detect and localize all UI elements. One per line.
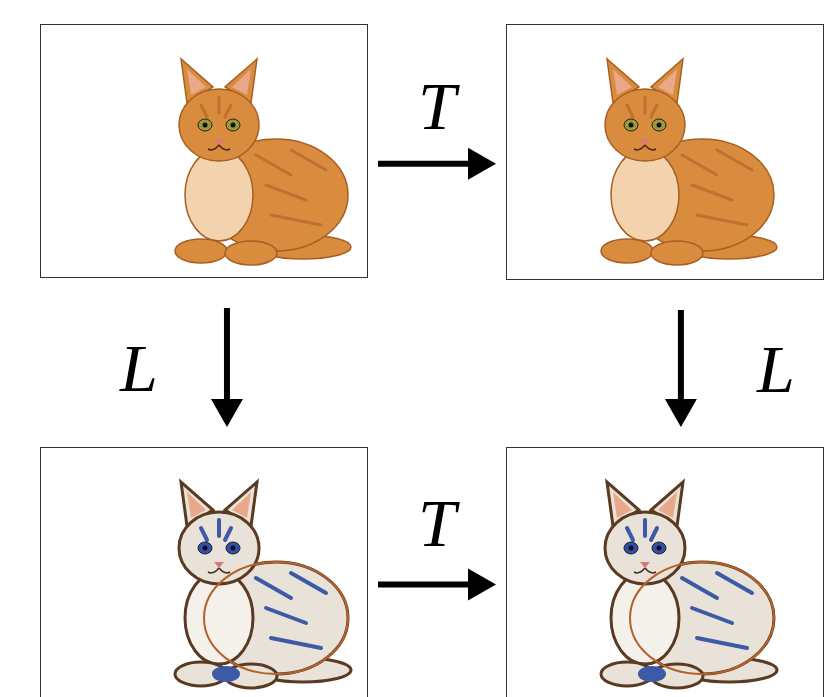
cat-stripe xyxy=(627,105,633,117)
cat-stripe xyxy=(266,608,306,623)
cat-paw-shade xyxy=(212,666,240,682)
cat-pupil xyxy=(657,123,662,128)
cat-stripe xyxy=(697,215,747,225)
cat-stripe xyxy=(225,105,231,117)
cat-mouth xyxy=(208,568,230,573)
image-box xyxy=(40,447,368,697)
cat-stripe xyxy=(651,105,657,117)
cat-chest xyxy=(185,572,253,664)
arrow-shaft xyxy=(224,308,230,401)
cat-chest xyxy=(185,149,253,241)
cat-illustration xyxy=(507,448,824,697)
cat-nose xyxy=(214,562,224,568)
cat-stripe xyxy=(717,150,752,170)
arrow-shaft xyxy=(378,161,470,167)
cat-stripe xyxy=(217,520,221,536)
arrow-shaft xyxy=(678,310,684,401)
cat-stripe xyxy=(256,155,291,175)
cat-stripe xyxy=(225,528,231,540)
cat-head xyxy=(179,89,259,161)
cat-head xyxy=(605,512,685,584)
cat-stripe xyxy=(697,638,747,648)
arrow-shaft xyxy=(378,582,470,588)
image-box xyxy=(40,24,368,278)
cat-eye xyxy=(624,542,638,554)
cat-eye xyxy=(624,119,638,131)
cat-eye xyxy=(198,542,212,554)
cat-stripe xyxy=(291,150,326,170)
cat-figure xyxy=(175,482,351,688)
arrow-connector xyxy=(378,569,496,601)
image-box xyxy=(506,447,824,697)
cat-head xyxy=(605,89,685,161)
cat-eye xyxy=(652,542,666,554)
cat-illustration xyxy=(41,25,368,278)
cat-head xyxy=(179,512,259,584)
arrow-head xyxy=(211,399,243,427)
cat-stripe xyxy=(643,520,647,536)
arrow-connector xyxy=(378,148,496,180)
cat-paw xyxy=(651,241,703,265)
cat-paw xyxy=(225,241,277,265)
cat-stripe xyxy=(682,578,717,598)
cat-pupil xyxy=(657,546,662,551)
cat-chest xyxy=(611,572,679,664)
map-label: T xyxy=(418,489,456,557)
cat-stripe xyxy=(644,97,647,113)
arrow-connector xyxy=(665,310,697,427)
cat-illustration xyxy=(41,448,368,697)
map-label: T xyxy=(418,72,456,140)
cat-paw xyxy=(601,239,653,263)
cat-figure xyxy=(175,59,351,265)
map-label: L xyxy=(120,334,158,402)
cat-stripe xyxy=(627,528,633,540)
cat-pupil xyxy=(203,546,208,551)
cat-stripe xyxy=(271,638,321,648)
cat-mouth xyxy=(634,145,656,150)
cat-stripe xyxy=(692,608,732,623)
cat-glow xyxy=(204,562,348,674)
cat-glow xyxy=(630,562,774,674)
cat-eye xyxy=(226,119,240,131)
cat-stripe xyxy=(717,573,752,593)
arrow-head xyxy=(665,399,697,427)
cat-nose xyxy=(640,562,650,568)
cat-figure xyxy=(601,59,777,265)
arrow-head xyxy=(468,569,496,601)
cat-paw xyxy=(175,239,227,263)
image-box xyxy=(506,24,824,280)
cat-stripe xyxy=(692,185,732,200)
cat-stripe xyxy=(651,528,657,540)
cat-pupil xyxy=(629,123,634,128)
cat-paw-shade xyxy=(638,666,666,682)
cat-figure xyxy=(601,482,777,688)
cat-stripe xyxy=(201,528,207,540)
cat-stripe xyxy=(271,215,321,225)
cat-stripe xyxy=(682,155,717,175)
cat-pupil xyxy=(629,546,634,551)
cat-eye xyxy=(226,542,240,554)
cat-pupil xyxy=(203,123,208,128)
cat-pupil xyxy=(231,546,236,551)
cat-mouth xyxy=(208,145,230,150)
map-label: L xyxy=(757,335,795,403)
cat-nose xyxy=(214,139,224,145)
cat-stripe xyxy=(291,573,326,593)
cat-stripe xyxy=(201,105,207,117)
cat-stripe xyxy=(266,185,306,200)
cat-chest xyxy=(611,149,679,241)
cat-eye xyxy=(652,119,666,131)
arrow-head xyxy=(468,148,496,180)
cat-stripe xyxy=(256,578,291,598)
cat-mouth xyxy=(634,568,656,573)
cat-eye xyxy=(198,119,212,131)
cat-nose xyxy=(640,139,650,145)
arrow-connector xyxy=(211,308,243,427)
cat-stripe xyxy=(218,97,221,113)
cat-pupil xyxy=(231,123,236,128)
cat-illustration xyxy=(507,25,824,280)
